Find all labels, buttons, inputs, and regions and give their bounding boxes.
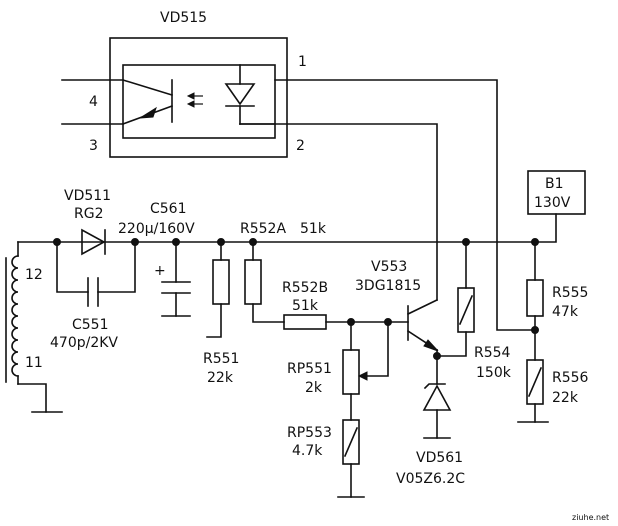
r555-body [526,279,544,317]
diode-vd511: VD511 RG2 [64,188,111,256]
wire-b1 [534,213,557,243]
r552b-body [283,314,327,330]
r556-slash [527,366,543,398]
v553-collector [406,298,439,316]
r554-slash [458,294,474,326]
pin4-label: 4 [89,94,98,110]
phototransistor-arrow [139,106,157,119]
v553-ref: V553 [371,259,407,275]
vd561-ref: VD561 [416,450,463,466]
rp551-wiper-wire [365,321,389,377]
light-arrow-1-head [186,92,195,100]
transformer-winding: 12 11 [5,241,63,413]
r551-bottom-wire [206,303,222,338]
transistor-v553: V553 3DG1815 [355,259,439,352]
r552b-ref: R552B [282,280,328,296]
watermark: ziuhe.net [572,513,609,522]
c551-right-wire [97,241,136,293]
rp551-value: 2k [305,380,323,396]
resistor-r552a: R552A 51k [240,221,327,323]
r554-body [457,287,475,333]
junction-dot [384,318,392,326]
r556-ref: R556 [552,370,589,386]
vd561-triangle [422,384,452,411]
resistor-r556: R556 22k [517,359,589,423]
wire-pin1-to-divider [274,79,536,331]
r551-ref: R551 [203,351,239,367]
junction-dot [249,238,257,246]
c551-ref: C551 [72,317,109,333]
r551-body [212,259,230,305]
junction-dot [462,238,470,246]
vd511-type: RG2 [74,206,103,222]
b1-voltage: 130V [534,195,571,211]
winding-pin12: 12 [25,267,43,283]
junction-dot [172,238,180,246]
vd561-bar [423,383,446,390]
junction-dot [531,326,539,334]
c551-left-wire [56,241,89,293]
capacitor-c561: + C561 220μ/160V [118,201,195,317]
pin1-label: 1 [298,54,307,70]
c551-value: 470p/2KV [50,335,118,351]
potentiometer-rp551: RP551 2k [287,321,389,421]
rp553-ref: RP553 [287,425,332,441]
resistor-r554: R554 150k [457,241,512,381]
pin3-label: 3 [89,138,98,154]
emitter-to-r554 [436,331,467,357]
c561-ref: C561 [150,201,187,217]
zener-vd561: VD561 V05Z6.2C [396,383,465,487]
optocoupler-vd515: VD515 1 2 4 3 [61,10,307,158]
phototransistor-collector [122,79,173,96]
junction-dot [347,318,355,326]
winding-pin11: 11 [25,355,43,371]
optocoupler-outer-box [109,37,288,158]
junction-dot [433,352,441,360]
resistor-r552b: R552B 51k [282,280,409,330]
junction-dot [53,238,61,246]
wire-pin2-to-collector [239,123,438,301]
r555-value: 47k [552,304,579,320]
r556-value: 22k [552,390,579,406]
rp553-slash [343,426,359,458]
optocoupler-inner-box [122,64,276,139]
junction-dot [531,238,539,246]
junction-dot [131,238,139,246]
led-triangle [224,83,256,106]
b1-name: B1 [545,176,564,192]
c561-polarity: + [154,263,166,279]
vd511-ref: VD511 [64,188,111,204]
rp553-value: 4.7k [292,443,323,459]
resistor-r555: R555 47k [526,241,588,361]
rp551-ref: RP551 [287,361,332,377]
v553-emitter-arrow [423,339,439,352]
optocoupler-ref: VD515 [160,10,207,26]
c561-value: 220μ/160V [118,221,195,237]
r552a-value: 51k [300,221,327,237]
r554-ref: R554 [474,345,511,361]
r551-value: 22k [207,370,234,386]
r552a-ref: R552A [240,221,286,237]
junction-dots [53,238,539,360]
resistor-rp553: RP553 4.7k [287,419,365,498]
pin2-label: 2 [296,138,305,154]
light-arrow-2-head [186,100,195,108]
r552a-bottom-wire [252,303,285,323]
r552b-value: 51k [292,298,319,314]
rp551-wiper-arrow [357,371,368,381]
winding-coil [11,255,19,377]
r555-ref: R555 [552,285,588,301]
v553-type: 3DG1815 [355,278,421,294]
resistor-r551: R551 22k [203,241,239,386]
r552a-body [244,259,262,305]
r554-value: 150k [476,365,512,381]
winding-ground-wire [17,383,47,413]
capacitor-c551: C551 470p/2KV [50,241,136,351]
junction-dot [217,238,225,246]
vd561-type: V05Z6.2C [396,471,465,487]
vd511-triangle [81,228,106,256]
rp551-body [342,349,360,395]
